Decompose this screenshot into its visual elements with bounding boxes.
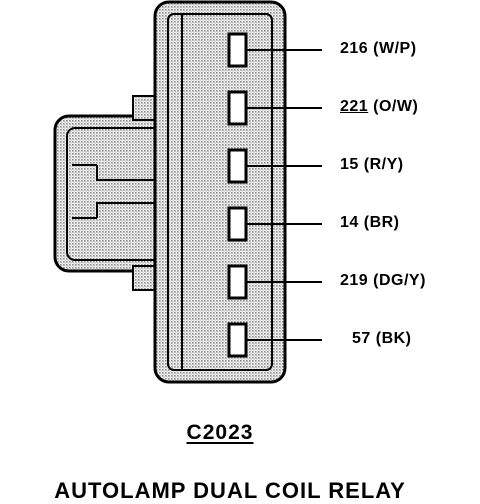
pin-label-3: 15 (R/Y)	[340, 156, 404, 174]
pin-label-6: 57 (BK)	[352, 330, 412, 348]
pin-label-5: 219 (DG/Y)	[340, 272, 426, 290]
circuit-number: 219	[340, 272, 369, 289]
circuit-number: 15	[340, 156, 359, 173]
terminal-cavity-6	[227, 322, 248, 358]
pin-label-4: 14 (BR)	[340, 214, 400, 232]
terminal-cavity-1	[227, 32, 248, 68]
connector-id: C2023	[186, 421, 254, 444]
connector-body	[153, 0, 287, 384]
wire-color: (BK)	[370, 330, 412, 347]
wire-color: (BR)	[358, 214, 400, 231]
terminal-cavity-3	[227, 148, 248, 184]
terminal-cavity-2	[227, 90, 248, 126]
terminal-cavity-4	[227, 206, 248, 242]
pin-label-1: 216 (W/P)	[340, 40, 417, 58]
circuit-number: 216	[340, 40, 369, 57]
wire-color: (W/P)	[368, 40, 417, 57]
wire-color: (R/Y)	[358, 156, 404, 173]
pin-graphics	[227, 32, 322, 358]
wire-color: (DG/Y)	[368, 272, 426, 289]
pin-label-2: 221 (O/W)	[340, 98, 418, 116]
circuit-number: 14	[340, 214, 359, 231]
wire-color: (O/W)	[368, 98, 419, 115]
circuit-number: 57	[352, 330, 371, 347]
circuit-number: 221	[340, 98, 369, 115]
diagram-caption: AUTOLAMP DUAL COIL RELAY	[54, 478, 406, 503]
terminal-cavity-5	[227, 264, 248, 300]
